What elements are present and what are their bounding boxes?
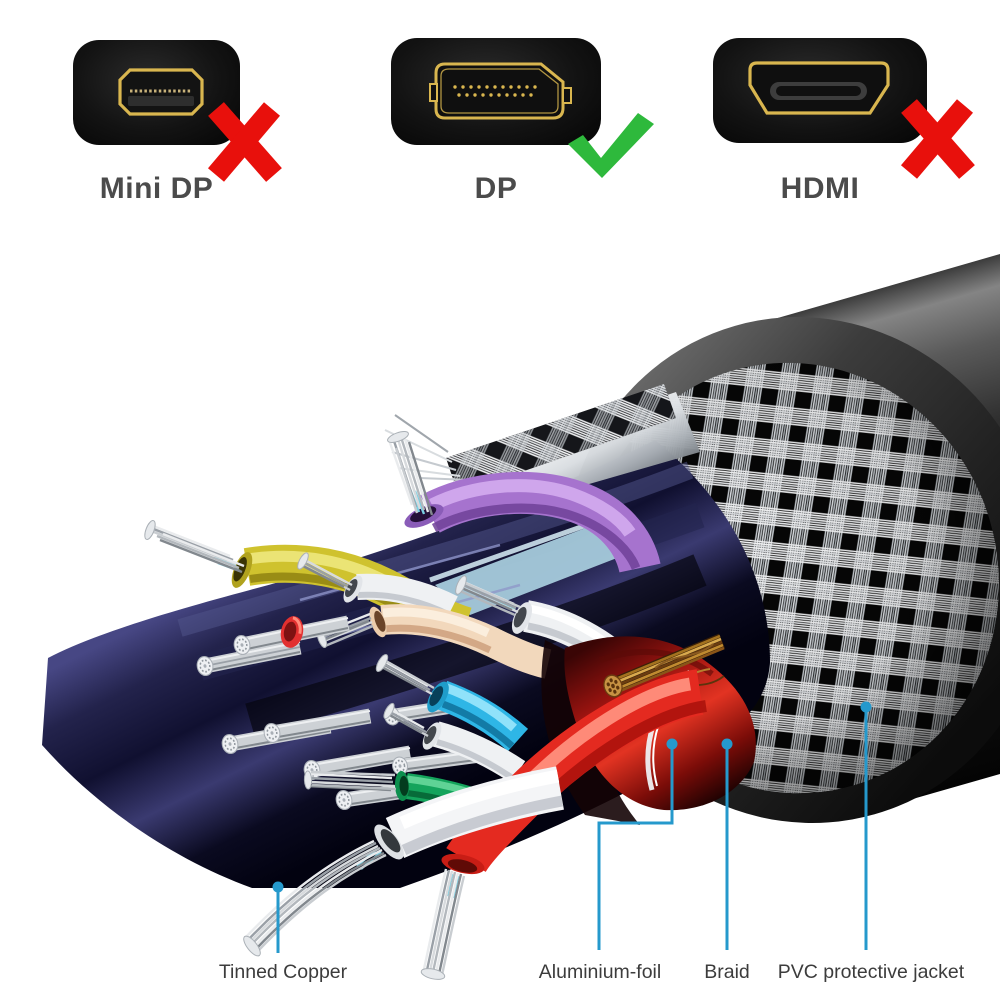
hdmi-gold-outline [748, 61, 890, 115]
x-icon [900, 99, 975, 179]
label-tinned-copper: Tinned Copper [219, 961, 348, 983]
dp-port-icon [429, 62, 572, 120]
label-braid: Braid [704, 961, 750, 983]
pointer-dots [272, 701, 872, 893]
port-label-dp: DP [474, 172, 518, 205]
wire-white-big [243, 766, 564, 957]
hdmi-port-icon [748, 61, 890, 115]
connector-mini-dp [73, 40, 240, 145]
connector-hdmi [713, 38, 927, 143]
dp-gold-outline [429, 62, 572, 120]
diagram-labels: Tinned Copper Aluminium-foil Braid PVC p… [219, 961, 965, 983]
label-pvc-jacket: PVC protective jacket [778, 961, 965, 983]
pointer-aluminium-foil [597, 749, 674, 950]
port-label-hdmi: HDMI [780, 172, 860, 205]
mini-dp-port-icon [118, 68, 204, 116]
wire-red-ring [233, 615, 350, 656]
dp-pins [453, 85, 537, 97]
connector-dp [391, 38, 601, 145]
pointer-lines [276, 712, 868, 953]
label-aluminium-foil: Aluminium-foil [539, 961, 661, 983]
wire-white-3 [383, 702, 526, 783]
check-icon [568, 113, 654, 178]
copper-drain-wire [603, 633, 726, 698]
wire-cyan [375, 653, 529, 752]
port-label-mini-dp: Mini DP [99, 172, 214, 205]
mini-dp-gold-outline [118, 68, 204, 116]
x-icon [207, 102, 282, 182]
wire-purple [387, 431, 661, 574]
